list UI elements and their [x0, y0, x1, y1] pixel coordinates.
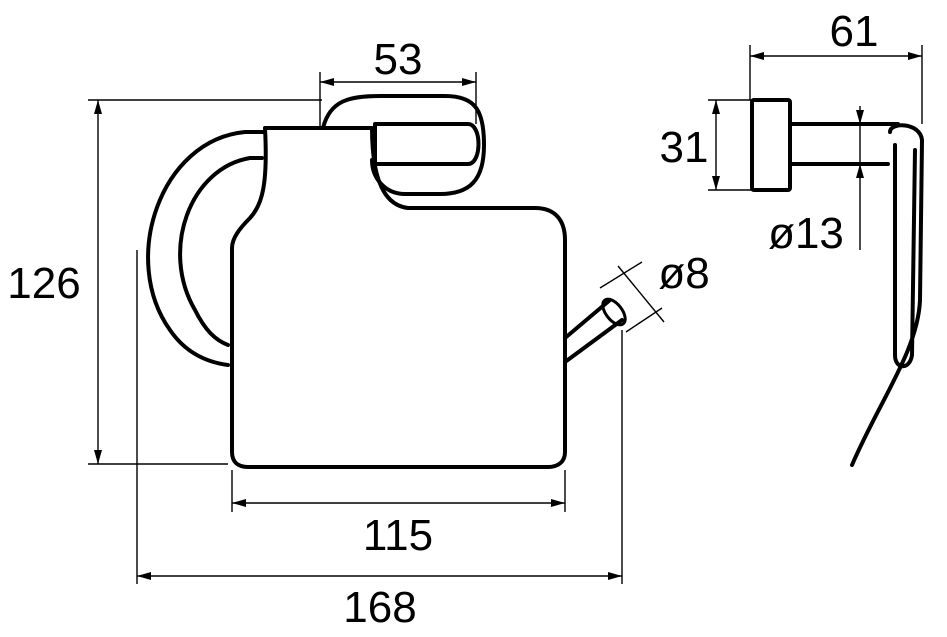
holder-arm-inner: [178, 156, 264, 347]
side-rod: [788, 122, 900, 166]
label-flange-diameter: ø13: [768, 209, 844, 258]
label-cover-width: 53: [374, 35, 423, 84]
wall-flange: [750, 98, 792, 192]
rod-end: [601, 297, 627, 327]
holder-arm: [146, 130, 267, 367]
label-side-depth: 61: [830, 7, 879, 56]
mount-block: [321, 94, 486, 196]
side-cover: [850, 123, 924, 467]
label-overall-height: 126: [7, 259, 80, 308]
label-base-width: 115: [363, 511, 433, 560]
label-rod-diameter: ø8: [658, 249, 709, 298]
cover-body: [230, 126, 567, 469]
dimension-lines: [88, 45, 923, 584]
rod: [563, 298, 624, 364]
front-view: [146, 94, 627, 469]
label-flange-height: 31: [660, 123, 709, 172]
mount-slot: [373, 122, 481, 166]
side-view: [750, 98, 924, 467]
label-overall-width: 168: [343, 583, 416, 632]
